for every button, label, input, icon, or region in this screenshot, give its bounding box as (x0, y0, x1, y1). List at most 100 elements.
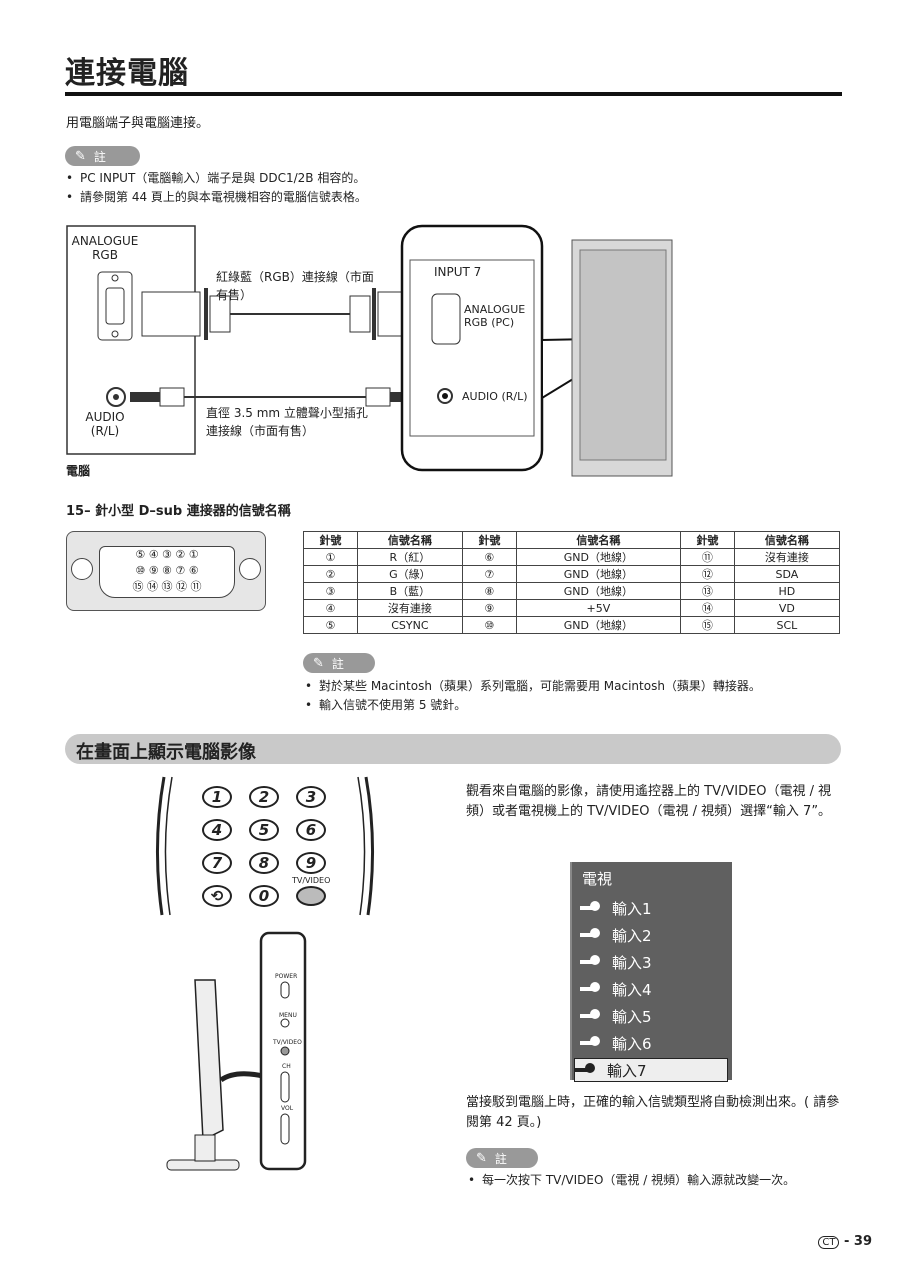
section-bar (65, 734, 841, 764)
table-cell: GND（地線） (515, 565, 681, 583)
table-cell: B（藍） (356, 582, 463, 600)
menu-item-input-7[interactable]: 輸入7 (574, 1058, 728, 1082)
pin-table-header: 針號 (679, 531, 735, 549)
key-6-button[interactable]: 6 (296, 819, 326, 841)
pin-table-header: 信號名稱 (515, 531, 681, 549)
key-4-button[interactable]: 4 (202, 819, 232, 841)
note-item: 對於某些 Macintosh（蘋果）系列電腦，可能需要用 Macintosh（蘋… (305, 678, 761, 694)
note-badge: ✎ 註 (65, 146, 140, 166)
table-cell: G（綠） (356, 565, 463, 583)
table-cell: ⑨ (461, 599, 517, 617)
table-cell: GND（地線） (515, 616, 681, 634)
table-cell: ⑦ (461, 565, 517, 583)
tv-side-graphics (166, 931, 307, 1171)
pc-rgb-label: ANALOGUE RGB (71, 234, 139, 262)
menu-item-input-6[interactable]: 輸入6 (580, 1031, 728, 1055)
note-item: 每一次按下 TV/VIDEO（電視 / 視頻）輸入源就改變一次。 (468, 1172, 795, 1188)
table-cell: CSYNC (356, 616, 463, 634)
notes-list: PC INPUT（電腦輸入）端子是與 DDC1/2B 相容的。 請參閱第 44 … (66, 170, 367, 208)
key-0-button[interactable]: 0 (249, 885, 279, 907)
table-cell: 沒有連接 (733, 548, 841, 566)
menu-item-label: 輸入3 (612, 953, 652, 972)
table-cell: ③ (303, 582, 358, 600)
pencil-icon: ✎ (476, 1150, 487, 1166)
table-cell: ⑫ (679, 565, 735, 583)
tv-rgb-label: ANALOGUE RGB (PC) (464, 303, 526, 329)
key-1-button[interactable]: 1 (202, 786, 232, 808)
key-5-button[interactable]: 5 (249, 819, 279, 841)
table-cell: ② (303, 565, 358, 583)
table-cell: R（紅） (356, 548, 463, 566)
auto-detect-text: 當接駁到電腦上時，正確的輸入信號類型將自動檢測出來。( 請參閱第 42 頁。) (466, 1095, 840, 1130)
note-item: PC INPUT（電腦輸入）端子是與 DDC1/2B 相容的。 (66, 170, 367, 186)
dsub-pin-row: ⑮ ⑭ ⑬ ⑫ ⑪ (132, 580, 202, 593)
notes-list: 每一次按下 TV/VIDEO（電視 / 視頻）輸入源就改變一次。 (468, 1172, 795, 1191)
input-plug-icon (580, 901, 600, 911)
pin-table-header: 信號名稱 (733, 531, 841, 549)
table-cell: ⑤ (303, 616, 358, 634)
tv-tvvideo-label: TV/VIDEO (273, 1039, 302, 1046)
key-8-button[interactable]: 8 (249, 852, 279, 874)
table-cell: VD (733, 599, 841, 617)
pin-table-header: 針號 (303, 531, 358, 549)
table-cell: ⑬ (679, 582, 735, 600)
tvvideo-button[interactable] (296, 886, 326, 906)
menu-heading: 電視 (582, 870, 613, 888)
table-cell: ① (303, 548, 358, 566)
table-cell: ⑧ (461, 582, 517, 600)
table-cell: ⑥ (461, 548, 517, 566)
menu-item-label: 輸入5 (612, 1007, 652, 1026)
key-7-button[interactable]: 7 (202, 852, 232, 874)
table-cell: GND（地線） (515, 548, 681, 566)
table-cell: ⑩ (461, 616, 517, 634)
tv-vol-label: VOL (281, 1105, 294, 1112)
pc-label: 電腦 (66, 464, 91, 478)
note-badge: ✎ 註 (466, 1148, 538, 1168)
page-code-badge: CT (818, 1236, 840, 1249)
menu-item-input-5[interactable]: 輸入5 (580, 1004, 728, 1028)
input-plug-icon (580, 1036, 600, 1046)
page-number: CT - 39 (818, 1234, 872, 1249)
tvvideo-key-label: TV/VIDEO (292, 876, 331, 885)
menu-item-label: 輸入1 (612, 899, 652, 918)
title-rule (65, 92, 842, 96)
flashback-button[interactable]: ⟲ (202, 885, 232, 907)
tv-input-label: INPUT 7 (434, 265, 482, 279)
key-2-button[interactable]: 2 (249, 786, 279, 808)
menu-item-label: 輸入7 (607, 1061, 647, 1080)
menu-item-input-3[interactable]: 輸入3 (580, 950, 728, 974)
pin-table-header: 針號 (461, 531, 517, 549)
screw-hole-icon (71, 558, 93, 580)
note-item: 請參閱第 44 頁上的與本電視機相容的電腦信號表格。 (66, 189, 367, 205)
menu-item-input-2[interactable]: 輸入2 (580, 923, 728, 947)
table-cell: ⑮ (679, 616, 735, 634)
dsub-pin-row: ⑤ ④ ③ ② ① (135, 548, 199, 561)
menu-item-input-1[interactable]: 輸入1 (580, 896, 728, 920)
tv-power-label: POWER (275, 973, 298, 980)
pin-table-header: 信號名稱 (356, 531, 463, 549)
page-title: 連接電腦 (65, 56, 189, 91)
key-3-button[interactable]: 3 (296, 786, 326, 808)
rgb-cable-label: 紅綠藍（RGB）連接線（市面有售） (216, 270, 374, 302)
note-badge: ✎ 註 (303, 653, 375, 673)
table-cell: HD (733, 582, 841, 600)
section-title: 在畫面上顯示電腦影像 (76, 742, 256, 763)
dsub-heading: 15– 針小型 D–sub 連接器的信號名稱 (66, 504, 291, 519)
menu-item-label: 輸入2 (612, 926, 652, 945)
diagram-graphics (66, 224, 673, 477)
input-plug-icon (580, 928, 600, 938)
input-plug-icon (580, 982, 600, 992)
notes-list: 對於某些 Macintosh（蘋果）系列電腦，可能需要用 Macintosh（蘋… (305, 678, 761, 716)
menu-item-label: 輸入6 (612, 1034, 652, 1053)
pc-audio-label: AUDIO (R/L) (85, 410, 125, 438)
key-9-button[interactable]: 9 (296, 852, 326, 874)
menu-item-input-4[interactable]: 輸入4 (580, 977, 728, 1001)
pencil-icon: ✎ (313, 655, 324, 671)
